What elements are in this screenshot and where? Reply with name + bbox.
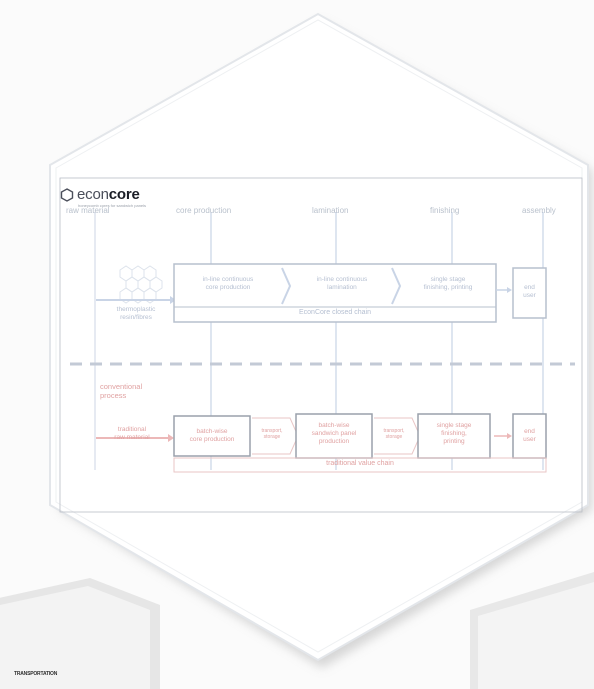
logo-text-bold: core: [108, 186, 140, 203]
conventional-input-label: traditional raw material: [114, 426, 150, 441]
logo-text-light: econ: [77, 186, 109, 203]
lower-left-label: TRANSPORTATION: [14, 671, 58, 677]
conventional-step-core: batch-wise core production: [189, 428, 235, 443]
conventional-step-finishing: single stage finishing, printing: [436, 422, 472, 445]
econcore-chain-caption: EconCore closed chain: [299, 309, 371, 316]
header-finishing: finishing: [430, 206, 460, 215]
conventional-process-label: conventional process: [100, 382, 143, 400]
finishing-box: [417, 413, 491, 459]
transport-storage-2: transport, storage: [383, 428, 405, 440]
econcore-step-finishing: single stage finishing, printing: [423, 276, 473, 291]
conventional-step-panel: batch-wise sandwich panel production: [311, 422, 357, 445]
end-user-box-top: [512, 267, 547, 319]
header-lamination: lamination: [312, 206, 349, 215]
hexagon-logo-icon: [60, 187, 74, 202]
diagram-panel: [59, 177, 583, 513]
batch-core-box: [173, 415, 251, 457]
econcore-input-label: thermoplastic resin/fibres: [116, 306, 156, 321]
econcore-step-lamination: in-line continuous lamination: [316, 276, 368, 291]
logo-tagline: honeycomb cores for sandwich panels: [78, 203, 147, 208]
batch-panel-box: [295, 413, 373, 459]
header-raw-material: raw material: [66, 206, 110, 215]
econcore-end-user: end user: [523, 284, 536, 299]
econcore-step-core: in-line continuous core production: [202, 276, 254, 291]
main-hexagon: [49, 12, 589, 662]
traditional-chain-caption: traditional value chain: [326, 460, 394, 467]
header-core-production: core production: [176, 206, 232, 215]
econcore-chain-box: [173, 263, 497, 323]
header-assembly: assembly: [522, 206, 556, 215]
conventional-end-user: end user: [523, 428, 536, 443]
transport-storage-1: transport, storage: [261, 428, 283, 440]
econcore-logo: econcore: [60, 186, 140, 203]
